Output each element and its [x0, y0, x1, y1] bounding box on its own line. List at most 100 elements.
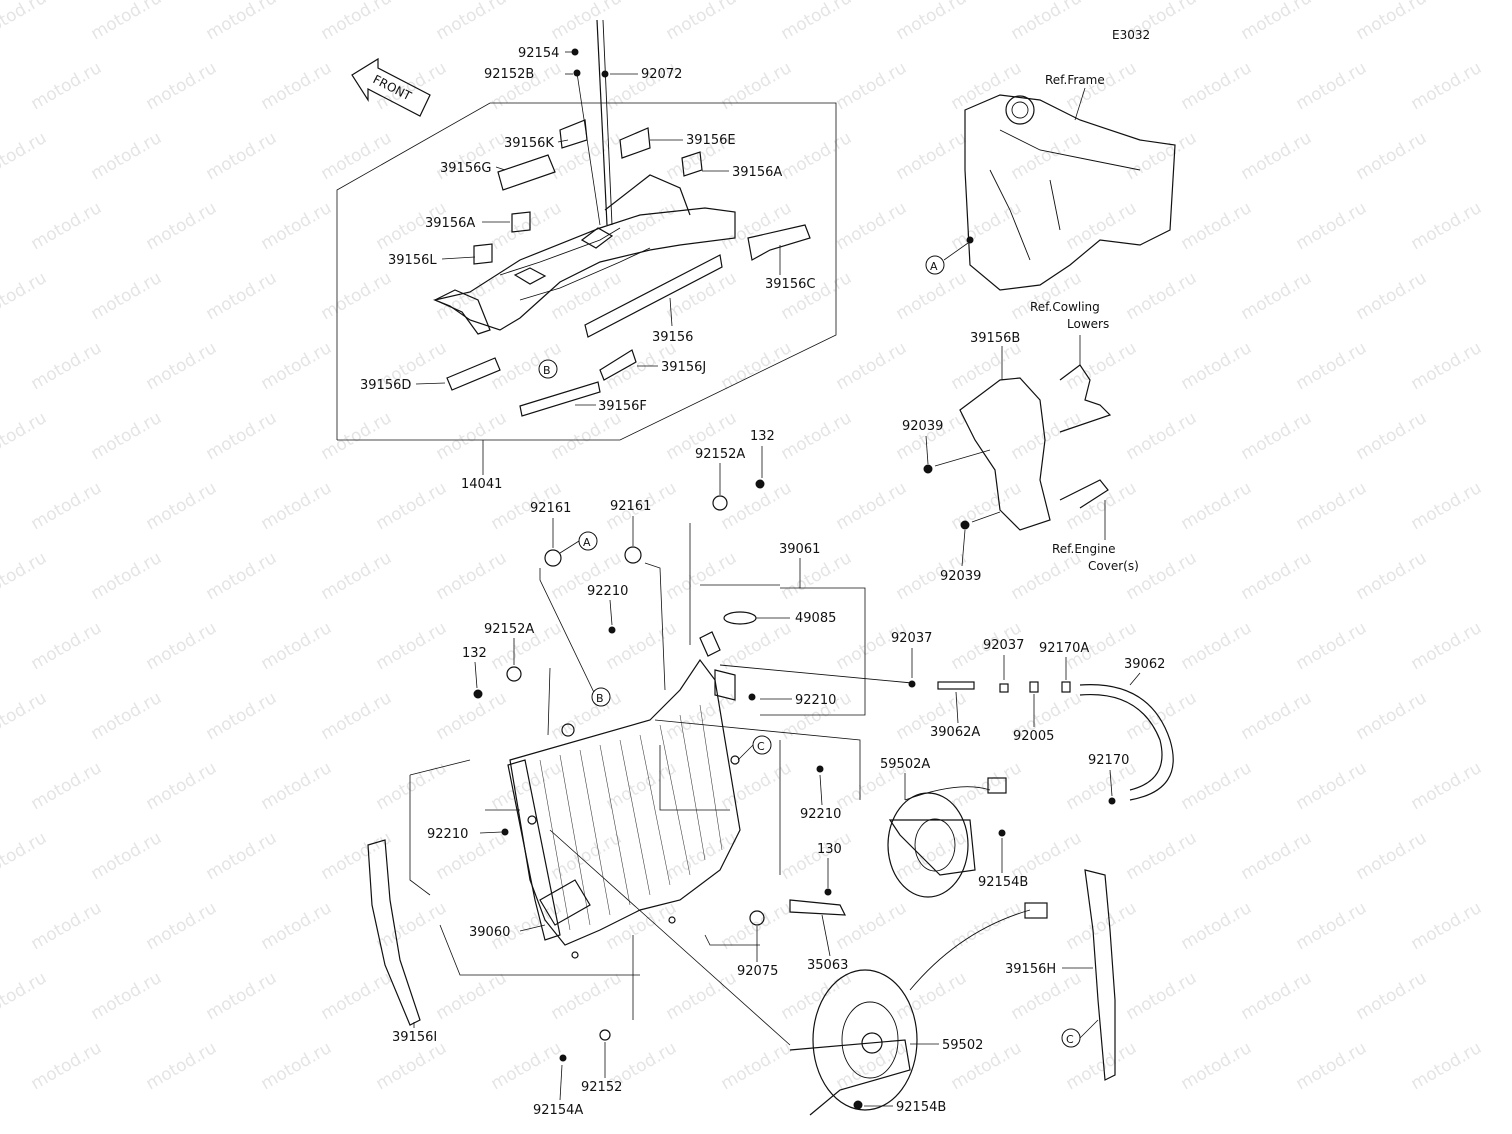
watermark-text: motod.ru	[143, 338, 221, 394]
part-label: 39156F	[598, 399, 647, 414]
part-label: 92037	[891, 631, 932, 646]
watermark-text: motod.ru	[1238, 0, 1316, 44]
watermark-text: motod.ru	[28, 338, 106, 394]
watermark-text: motod.ru	[88, 0, 166, 44]
watermark-text: motod.ru	[1353, 128, 1431, 184]
watermark-text: motod.ru	[433, 688, 511, 744]
callout-c-shroud: C	[1061, 1028, 1081, 1048]
part-label: 39156J	[661, 360, 706, 375]
hoses	[908, 680, 1174, 805]
part-label: 92210	[800, 807, 841, 822]
part-labels: 92154 92152B 92072 39156K 39156E 39156G …	[360, 46, 1165, 1118]
watermark-text: motod.ru	[603, 618, 681, 674]
diagram-code: E3032	[1112, 28, 1150, 42]
ref-cowling-sub-label: Lowers	[1067, 317, 1109, 331]
watermark-text: motod.ru	[1408, 1038, 1486, 1094]
watermark-text: motod.ru	[203, 968, 281, 1024]
part-label: 92210	[587, 584, 628, 599]
watermark-text: motod.ru	[833, 58, 911, 114]
watermark-text: motod.ru	[1293, 618, 1371, 674]
watermark-text: motod.ru	[948, 758, 1026, 814]
watermark-text: motod.ru	[143, 478, 221, 534]
watermark-text: motod.ru	[948, 198, 1026, 254]
watermark-text: motod.ru	[1293, 58, 1371, 114]
svg-text:B: B	[543, 364, 551, 377]
watermark-text: motod.ru	[1293, 898, 1371, 954]
watermark-text: motod.ru	[143, 1038, 221, 1094]
watermark-text: motod.ru	[0, 0, 50, 44]
watermark-text: motod.ru	[0, 828, 50, 884]
watermark-text: motod.ru	[1178, 478, 1256, 534]
watermark-text: motod.ru	[143, 758, 221, 814]
watermark-text: motod.ru	[893, 828, 971, 884]
watermark-text: motod.ru	[28, 478, 106, 534]
watermark-text: motod.ru	[548, 688, 626, 744]
part-label: 92005	[1013, 729, 1054, 744]
watermark-text: motod.ru	[1178, 198, 1256, 254]
svg-text:C: C	[757, 740, 765, 753]
watermark-text: motod.ru	[203, 128, 281, 184]
watermark-text: motod.ru	[318, 968, 396, 1024]
watermark-text: motod.ru	[1408, 198, 1486, 254]
watermark-text: motod.ru	[1408, 478, 1486, 534]
callout-b-kit: B	[538, 359, 558, 379]
fan-59502	[789, 902, 1048, 1116]
callout-b-radiator: B	[591, 687, 611, 707]
watermark-text: motod.ru	[258, 1038, 336, 1094]
part-label: 92039	[940, 569, 981, 584]
watermark-text: motod.ru	[1178, 618, 1256, 674]
watermark-text: motod.ru	[258, 758, 336, 814]
watermark-text: motod.ru	[833, 198, 911, 254]
callout-c-radiator: C	[752, 735, 772, 755]
watermark-text: motod.ru	[203, 828, 281, 884]
watermark-text: motod.ru	[663, 968, 741, 1024]
callout-a-frame: A	[925, 255, 945, 275]
watermark-text: motod.ru	[258, 338, 336, 394]
svg-text:A: A	[930, 260, 938, 273]
part-label: 92037	[983, 638, 1024, 653]
watermark-text: motod.ru	[663, 828, 741, 884]
part-label: 92152B	[484, 67, 534, 82]
watermark-text: motod.ru	[603, 198, 681, 254]
part-label: 39156L	[388, 253, 437, 268]
part-label: 92152A	[484, 622, 534, 637]
watermark-text: motod.ru	[1408, 618, 1486, 674]
watermark-text: motod.ru	[318, 268, 396, 324]
watermark-text: motod.ru	[548, 408, 626, 464]
part-label: 92154	[518, 46, 559, 61]
part-label: 132	[750, 429, 775, 444]
watermark-text: motod.ru	[1293, 338, 1371, 394]
watermark-text: motod.ru	[318, 688, 396, 744]
watermark-text: motod.ru	[258, 198, 336, 254]
watermark-text: motod.ru	[203, 688, 281, 744]
watermark-text: motod.ru	[718, 898, 796, 954]
watermark-text: motod.ru	[433, 0, 511, 44]
watermark-text: motod.ru	[488, 198, 566, 254]
part-label: 92152	[581, 1080, 622, 1095]
watermark-text: motod.ru	[548, 968, 626, 1024]
frame-reference	[964, 87, 1176, 291]
watermark-text: motod.ru	[1178, 338, 1256, 394]
part-label: 39156G	[440, 161, 491, 176]
svg-text:A: A	[583, 536, 591, 549]
watermark-text: motod.ru	[1123, 268, 1201, 324]
fan-59502A	[887, 777, 1007, 898]
watermark-text: motod.ru	[0, 128, 50, 184]
watermark-text: motod.ru	[433, 268, 511, 324]
ref-engine-sub-label: Cover(s)	[1088, 559, 1139, 573]
watermark-text: motod.ru	[663, 268, 741, 324]
watermark-text: motod.ru	[718, 1038, 796, 1094]
watermark-text: motod.ru	[433, 408, 511, 464]
part-label: 39156H	[1005, 962, 1056, 977]
watermark-text: motod.ru	[1408, 898, 1486, 954]
watermark-text: motod.ru	[318, 408, 396, 464]
watermark-text: motod.ru	[548, 0, 626, 44]
svg-text:C: C	[1066, 1033, 1074, 1046]
watermark-text: motod.ru	[718, 58, 796, 114]
watermark-text: motod.ru	[28, 898, 106, 954]
watermark-text: motod.ru	[203, 548, 281, 604]
part-label: 130	[817, 842, 842, 857]
shroud-39156I	[367, 839, 421, 1026]
part-label: 92154B	[978, 875, 1028, 890]
watermark-text: motod.ru	[778, 128, 856, 184]
